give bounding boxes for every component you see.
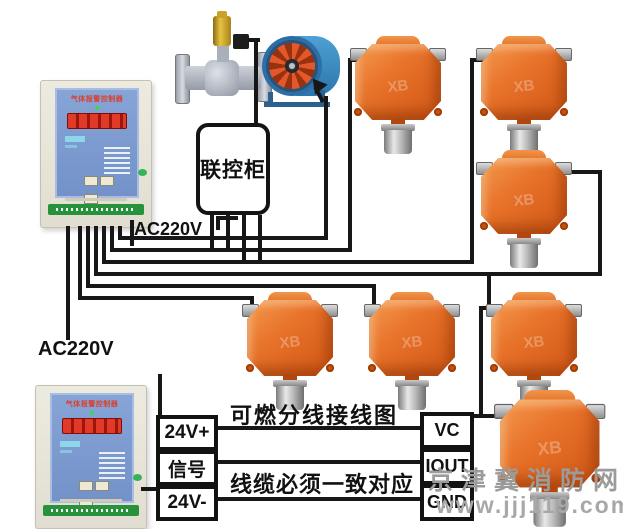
terminal-box-vc: VC <box>420 412 474 449</box>
terminal-label: 24V- <box>167 492 207 513</box>
gas-controller-panel-top: 气体报警控制器 <box>40 80 152 228</box>
gas-detector-1: XB <box>350 36 446 156</box>
wire <box>86 226 90 288</box>
panel-sub-label <box>65 198 127 201</box>
wire <box>66 226 70 340</box>
wire <box>566 170 602 174</box>
controller-title: 气体报警控制器 <box>65 401 119 408</box>
brand-logo-icon <box>133 474 142 481</box>
sensor-head <box>384 130 412 154</box>
sensor-head <box>398 386 426 410</box>
terminal-label: 24V+ <box>164 422 210 443</box>
wire <box>78 296 254 300</box>
gas-detector-7: XB <box>494 390 606 529</box>
wire <box>110 226 114 252</box>
valve-neck <box>217 44 229 62</box>
power-led-icon <box>95 106 99 110</box>
wire <box>487 272 491 308</box>
brand-strip <box>43 505 139 516</box>
label-ac220v-top: AC220V <box>134 219 203 239</box>
terminal-box-24v-plus: 24V+ <box>156 415 218 451</box>
wire <box>94 272 602 276</box>
wire <box>216 216 238 220</box>
watermark-line2: www.jjj119.com <box>436 492 623 518</box>
wire <box>254 38 258 125</box>
status-lines <box>104 144 130 177</box>
wire <box>470 58 474 264</box>
valve-actuator-cap <box>217 11 227 18</box>
solenoid-coil <box>233 34 249 49</box>
valve-body <box>205 60 239 96</box>
terminal-label: IOUT <box>425 456 469 476</box>
wire <box>479 306 483 418</box>
wire <box>210 215 214 252</box>
power-led-icon <box>90 411 94 415</box>
sensor-head <box>276 386 304 410</box>
led-readout <box>62 418 122 434</box>
wire <box>118 236 328 240</box>
valve-actuator <box>213 16 231 46</box>
brand-logo-icon <box>138 169 147 176</box>
gas-detector-5: XB <box>364 292 460 412</box>
readout-small <box>60 450 72 453</box>
sensor-head <box>533 499 566 527</box>
wire <box>258 215 262 264</box>
wire <box>102 226 106 264</box>
wire <box>472 414 504 418</box>
linkage-cabinet-label: 联控柜 <box>200 159 266 182</box>
status-lines <box>99 449 125 482</box>
sensor-head <box>510 244 538 268</box>
wire <box>78 226 82 300</box>
wire <box>216 216 220 230</box>
wire <box>118 226 122 240</box>
wire <box>102 260 474 264</box>
terminal-label: GND <box>427 492 467 512</box>
exhaust-fan <box>262 30 346 114</box>
terminal-label: 信号 <box>167 459 206 481</box>
watermark-line1: 京津冀消防网 <box>428 467 623 495</box>
wire <box>348 58 352 252</box>
terminal-box-iout: IOUT <box>420 448 474 485</box>
terminal-box-24v-minus: 24V- <box>156 485 218 521</box>
fan-base <box>264 102 330 107</box>
fan-hub-dot <box>289 63 295 69</box>
wire <box>130 220 134 246</box>
panel-sub-label <box>60 499 122 502</box>
led-readout <box>67 113 127 129</box>
gas-detector-4: XB <box>242 292 338 412</box>
readout-small <box>65 145 77 148</box>
caption-diagram-title: 可燃分线接线图 <box>230 403 399 428</box>
brand-strip <box>48 204 144 215</box>
wire <box>94 226 98 276</box>
wire <box>218 460 420 464</box>
wire <box>372 284 376 312</box>
controller-title: 气体报警控制器 <box>70 96 124 103</box>
wire <box>110 248 352 252</box>
wire <box>158 374 162 416</box>
wire <box>242 215 246 264</box>
controller-display: 气体报警控制器 <box>55 88 139 204</box>
terminal-box-gnd: GND <box>420 484 474 521</box>
wire <box>218 426 420 430</box>
label-ac220v-bottom: AC220V <box>38 338 114 360</box>
controller-display: 气体报警控制器 <box>50 393 134 509</box>
wire <box>598 170 602 276</box>
fan-leg <box>268 92 273 104</box>
wire <box>324 96 328 240</box>
gas-detector-3: XB <box>476 150 572 270</box>
linkage-cabinet-box: 联控柜 <box>196 123 270 215</box>
caption-cable-note: 线缆必须一致对应 <box>230 472 415 497</box>
gas-controller-panel-bottom: 气体报警控制器 <box>35 385 147 529</box>
gas-detector-2: XB <box>476 36 572 156</box>
wire <box>86 284 376 288</box>
wire <box>141 487 158 491</box>
readout-small <box>65 136 85 142</box>
terminal-label: VC <box>434 420 460 440</box>
wire <box>218 497 420 501</box>
readout-small <box>60 441 80 447</box>
terminal-box-signal: 信号 <box>156 450 218 486</box>
wire <box>226 215 230 252</box>
